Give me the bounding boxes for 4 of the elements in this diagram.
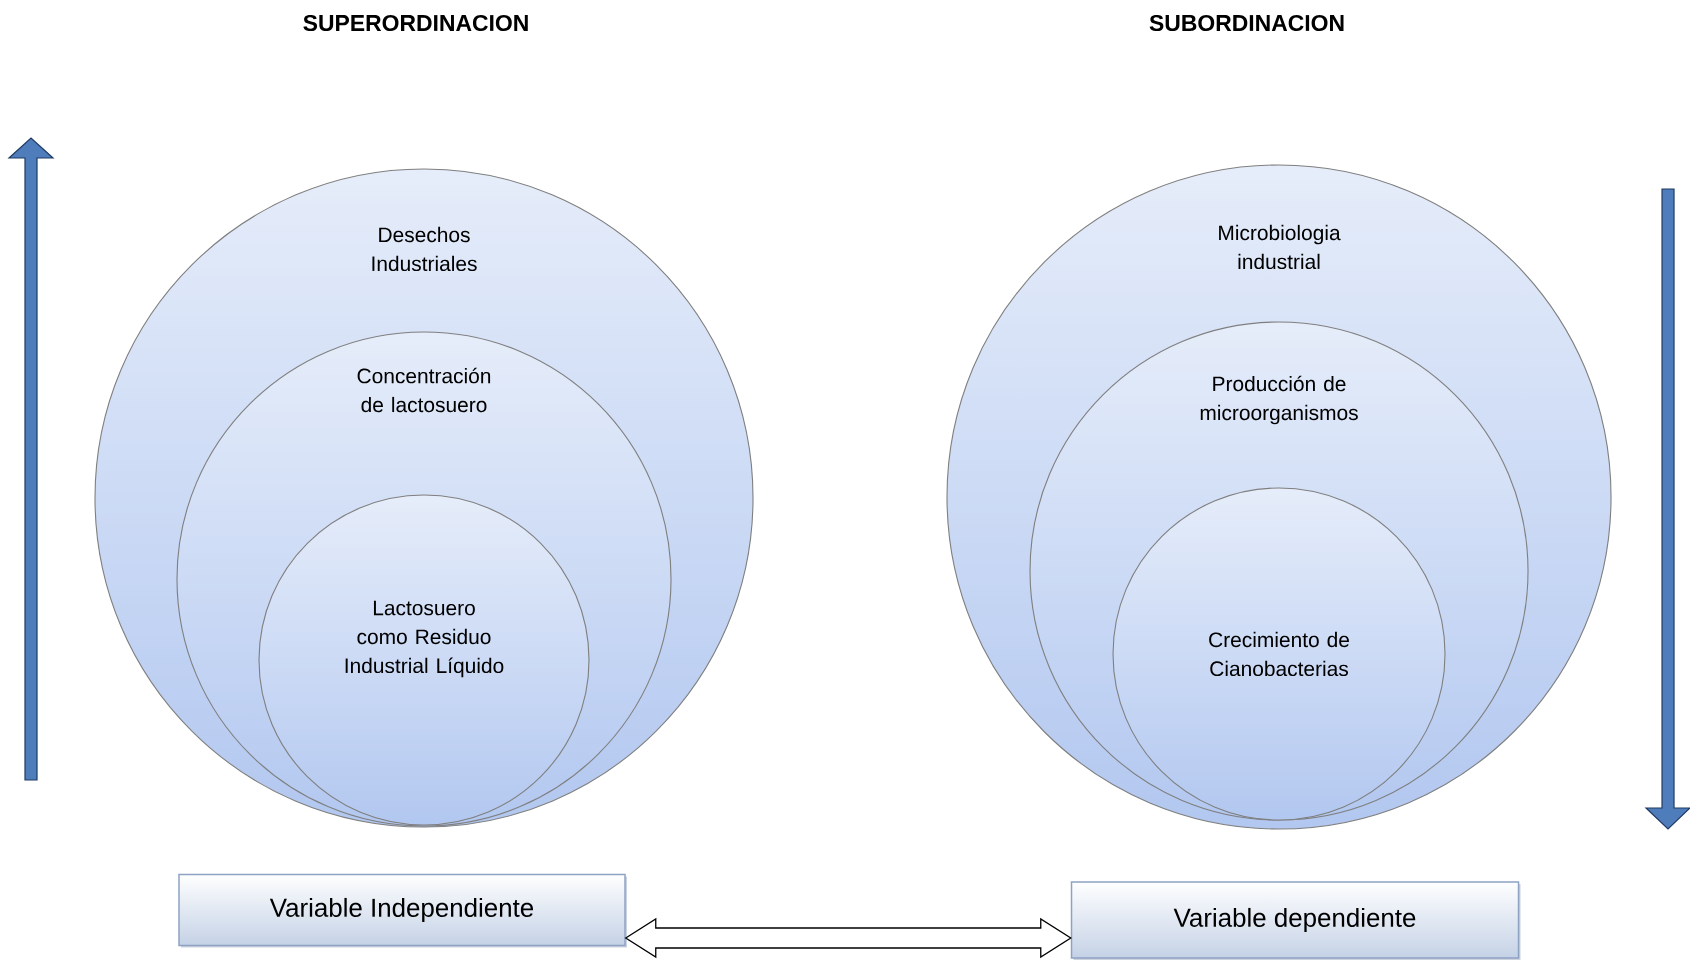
variable-box: Variable Independiente [178, 873, 627, 948]
heading: SUPERORDINACION [303, 14, 528, 32]
variable-box: Variable dependiente [1070, 881, 1521, 960]
heading: SUBORDINACION [1149, 14, 1344, 32]
